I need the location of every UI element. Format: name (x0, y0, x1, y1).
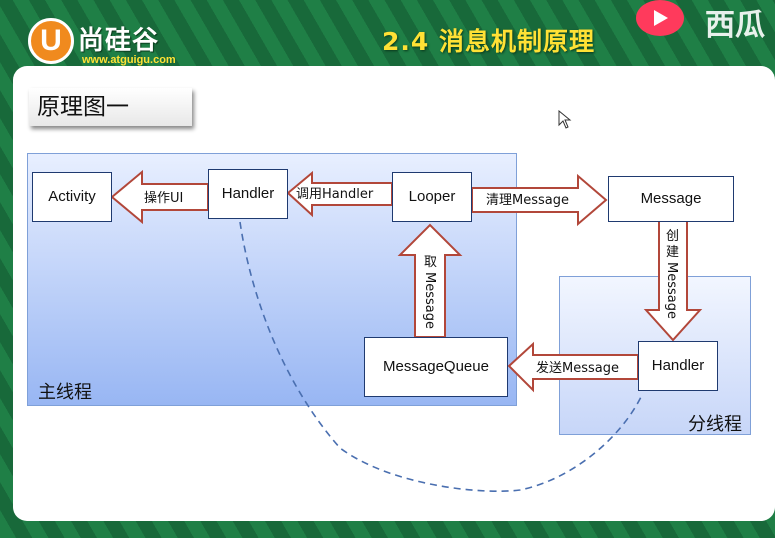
mouse-cursor-icon (558, 110, 572, 129)
edge-label-clean-message: 清理Message (486, 193, 569, 208)
dashed-handler-link (239, 221, 643, 492)
edge-label-create-word: Message (664, 262, 679, 319)
edge-label-create-char-1: 创 (666, 229, 679, 244)
edge-label-take-word: Message (422, 272, 437, 329)
edge-label-take-char: 取 (424, 255, 437, 270)
arrow-create-message (643, 220, 703, 342)
node-handler-sub: Handler (638, 341, 718, 391)
atguigu-logo: U 尚硅谷 www.atguigu.com (20, 12, 210, 72)
arrow-take-message (397, 223, 463, 338)
node-handler-main: Handler (208, 169, 288, 219)
slide-header-title: 2.4 消息机制原理 (382, 27, 595, 56)
arrow-clean-message (471, 173, 608, 227)
logo-url: www.atguigu.com (82, 54, 176, 66)
edge-label-create-char-2: 建 (666, 245, 679, 260)
node-message-queue: MessageQueue (364, 337, 508, 397)
sub-thread-label: 分线程 (688, 414, 742, 435)
edge-label-operate-ui: 操作UI (144, 190, 183, 206)
logo-u-icon: U (28, 18, 74, 64)
node-activity: Activity (32, 172, 112, 222)
video-watermark: 西瓜 (705, 8, 765, 43)
logo-text: 尚硅谷 (78, 26, 160, 56)
main-thread-label: 主线程 (38, 382, 92, 403)
edge-label-send-message: 发送Message (536, 360, 619, 376)
node-looper: Looper (392, 172, 472, 222)
video-play-icon[interactable] (636, 0, 684, 36)
node-message: Message (608, 176, 734, 222)
edge-label-call-handler: 调用Handler (296, 187, 374, 202)
section-title: 原理图一 (29, 88, 192, 126)
